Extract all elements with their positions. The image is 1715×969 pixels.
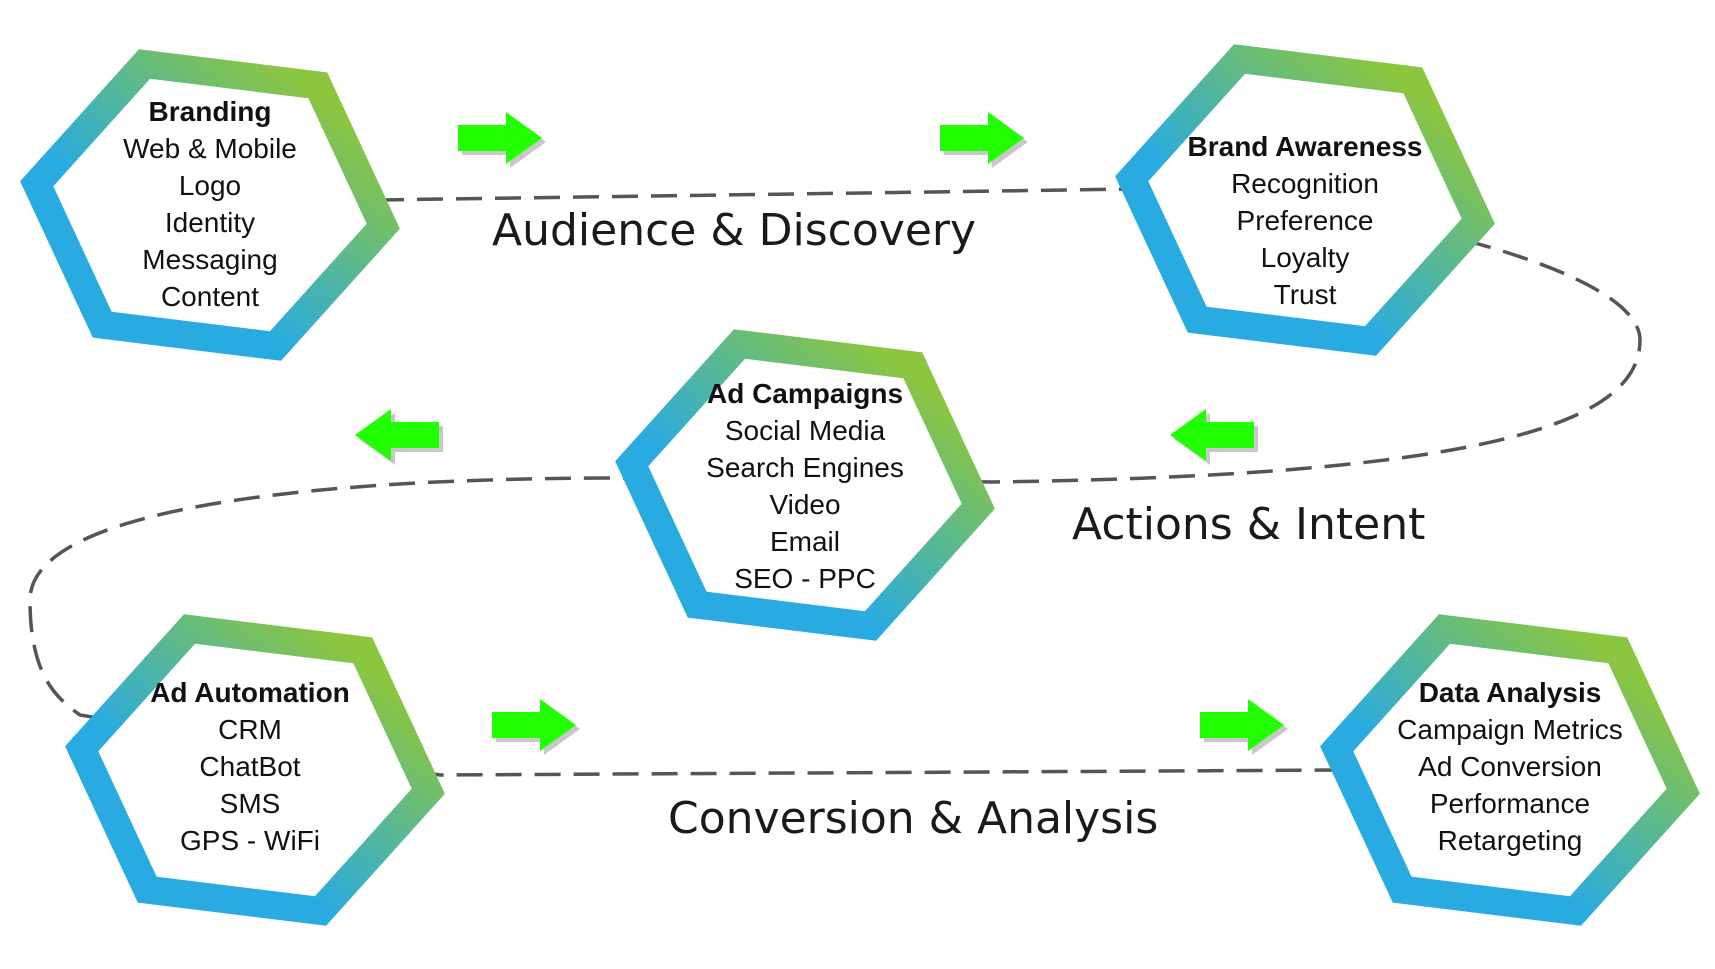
hexagon-ad-automation [65, 614, 445, 926]
stage-item: Messaging [142, 244, 278, 275]
hexagon-branding [20, 49, 400, 361]
stage-title: Ad Campaigns [706, 378, 904, 409]
stage-item: Social Media [724, 415, 886, 446]
phase-label-actions-intent: Actions & Intent [1072, 499, 1426, 550]
stage-title: Branding [148, 96, 272, 127]
stage-item: Retargeting [1437, 825, 1583, 856]
hexagon-data-analysis [1320, 614, 1700, 926]
arrow-left-icon [1170, 409, 1254, 461]
stage-branding: Branding Web & Mobile Logo Identity Mess… [90, 93, 330, 315]
phase-label-conversion-analysis: Conversion & Analysis [668, 793, 1159, 844]
stage-item: Search Engines [706, 452, 904, 483]
arrow-layer [355, 112, 1288, 755]
stage-item: Preference [1236, 205, 1374, 236]
stage-item: CRM [218, 714, 282, 745]
phase-label-audience-discovery: Audience & Discovery [492, 205, 977, 256]
stage-item: Web & Mobile [123, 133, 297, 164]
hexagon-brand-awareness [1115, 44, 1495, 356]
stage-item: Trust [1273, 279, 1337, 310]
stage-item: Loyalty [1260, 242, 1350, 273]
stage-item: Identity [164, 207, 256, 238]
stage-item: Email [769, 526, 840, 557]
stage-item: Ad Conversion [1418, 751, 1602, 782]
arrow-right-icon [1200, 699, 1284, 751]
stage-item: Logo [178, 170, 242, 201]
arrow-right-icon [458, 112, 542, 164]
stage-title: Ad Automation [150, 677, 350, 708]
stage-item: GPS - WiFi [180, 825, 320, 856]
stage-title: Brand Awareness [1187, 131, 1423, 162]
stage-item: Content [160, 281, 260, 312]
stage-data-analysis: Data Analysis Campaign Metrics Ad Conver… [1365, 674, 1655, 859]
stage-ad-automation: Ad Automation CRM ChatBot SMS GPS - WiFi [125, 674, 375, 859]
arrow-left-icon [355, 409, 439, 461]
stage-item: Recognition [1231, 168, 1379, 199]
arrow-right-icon [940, 112, 1024, 164]
hexagon-layer [20, 44, 1700, 926]
stage-title: Data Analysis [1418, 677, 1602, 708]
stage-item: SMS [219, 788, 281, 819]
hexagon-ad-campaigns [615, 329, 995, 641]
stage-item: SEO - PPC [734, 563, 876, 594]
stage-item: Performance [1429, 788, 1591, 819]
stage-brand-awareness: Brand Awareness Recognition Preference L… [1170, 128, 1440, 313]
arrow-right-icon [492, 699, 576, 751]
dashed-flow-path [28, 187, 1642, 777]
stage-item: Video [769, 489, 841, 520]
stage-ad-campaigns: Ad Campaigns Social Media Search Engines… [670, 375, 940, 597]
stage-item: ChatBot [199, 751, 301, 782]
stage-item: Campaign Metrics [1397, 714, 1623, 745]
